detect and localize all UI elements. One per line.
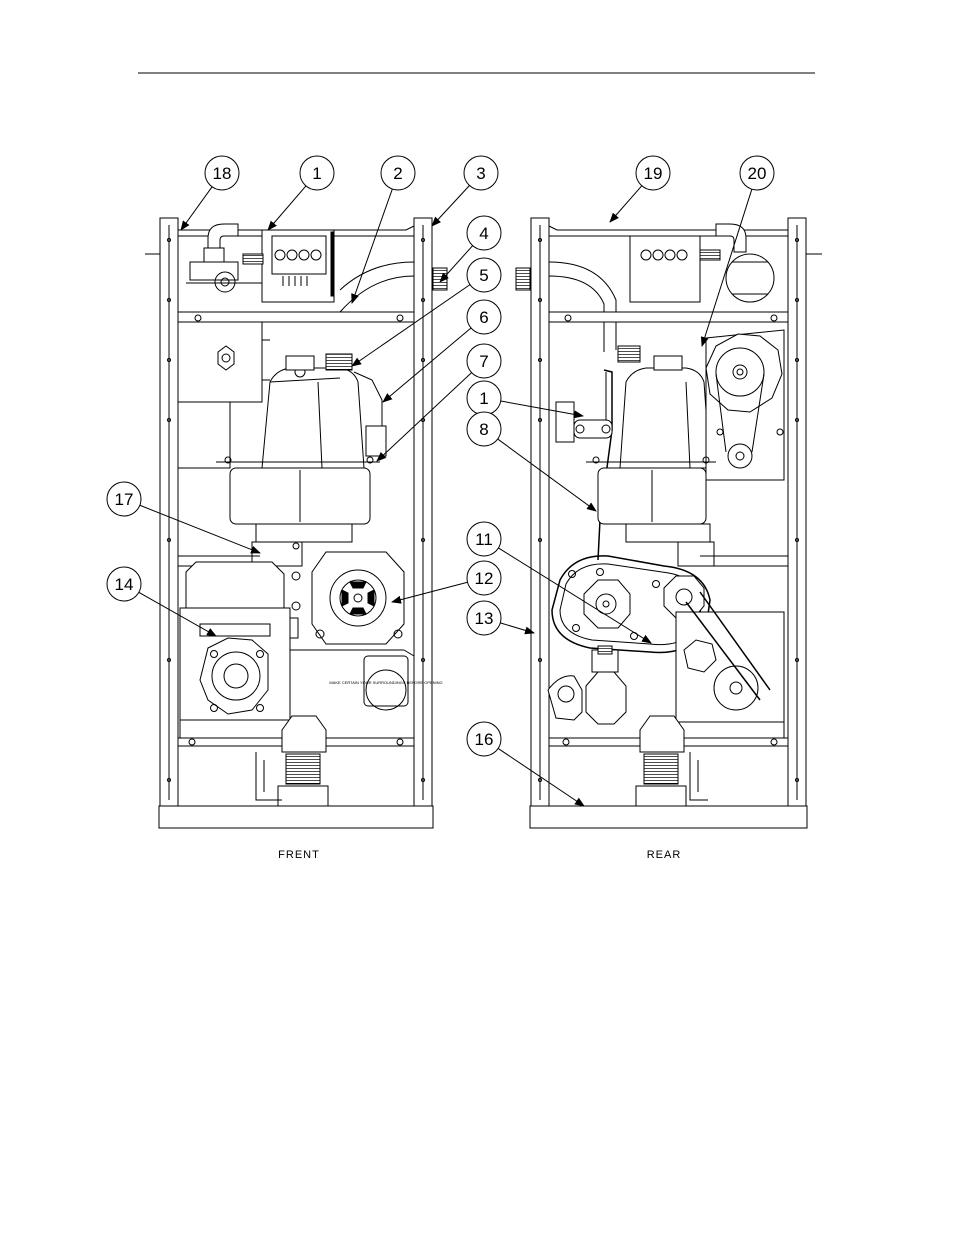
callout-8: 8 bbox=[466, 411, 597, 512]
callout-leader bbox=[391, 581, 468, 604]
callout-11: 11 bbox=[466, 521, 652, 644]
front-caption: FRENT bbox=[278, 849, 320, 861]
callout-number: 12 bbox=[475, 569, 494, 588]
callout-bubble bbox=[466, 343, 502, 379]
callout-6: 6 bbox=[382, 299, 502, 403]
callout-bubble bbox=[466, 257, 502, 293]
callout-bubble bbox=[204, 155, 240, 191]
callout-leader bbox=[497, 748, 585, 807]
callout-bubble bbox=[463, 155, 499, 191]
callout-bubble bbox=[466, 560, 502, 596]
callout-13: 13 bbox=[466, 600, 535, 636]
callout-bubble bbox=[106, 481, 142, 517]
callout-leader bbox=[439, 245, 474, 283]
rear-caption: REAR bbox=[647, 849, 682, 861]
callout-bubble bbox=[106, 566, 142, 602]
callout-leader bbox=[498, 547, 652, 644]
callout-bubble bbox=[466, 721, 502, 757]
callout-leader bbox=[500, 622, 535, 635]
callout-7: 7 bbox=[376, 343, 502, 462]
callout-1: 1 bbox=[267, 155, 335, 231]
callout-leader bbox=[500, 400, 584, 419]
callout-number: 16 bbox=[475, 730, 494, 749]
callout-12: 12 bbox=[391, 560, 502, 604]
callout-leader bbox=[431, 185, 470, 227]
callout-bubble bbox=[466, 299, 502, 335]
callout-number: 4 bbox=[479, 224, 488, 243]
callout-3: 3 bbox=[431, 155, 499, 227]
callout-leader bbox=[351, 188, 393, 304]
callout-bubble bbox=[466, 600, 502, 636]
gauge-label: MAKE CERTAIN YOUR SURROUNDINGS BEFORE OP… bbox=[329, 680, 442, 685]
callout-20: 20 bbox=[700, 155, 775, 347]
callout-leader bbox=[700, 189, 753, 347]
callout-5: 5 bbox=[351, 257, 502, 367]
callout-leader bbox=[351, 284, 471, 367]
callout-bubble bbox=[466, 411, 502, 447]
callout-leader bbox=[138, 591, 217, 637]
callout-number: 3 bbox=[476, 164, 485, 183]
callout-number: 18 bbox=[213, 164, 232, 183]
callout-leader bbox=[180, 186, 213, 231]
callout-18: 18 bbox=[180, 155, 240, 231]
callout-number: 20 bbox=[748, 164, 767, 183]
callout-16: 16 bbox=[466, 721, 585, 807]
callout-bubble bbox=[380, 155, 416, 191]
callout-14: 14 bbox=[106, 566, 217, 637]
callout-leader bbox=[139, 504, 261, 554]
callout-bubble bbox=[466, 215, 502, 251]
callout-19: 19 bbox=[609, 155, 671, 223]
callout-number: 17 bbox=[115, 490, 134, 509]
callout-bubble bbox=[635, 155, 671, 191]
callout-leader bbox=[376, 372, 472, 462]
callout-number: 11 bbox=[475, 530, 493, 549]
callout-leader bbox=[609, 185, 643, 223]
callout-number: 13 bbox=[475, 609, 494, 628]
callout-number: 1 bbox=[312, 164, 321, 183]
callout-number: 8 bbox=[479, 420, 488, 439]
callout-number: 14 bbox=[115, 575, 134, 594]
callout-leader bbox=[497, 438, 597, 512]
callout-leader bbox=[267, 185, 307, 231]
warning-gauge: MAKE CERTAIN YOUR SURROUNDINGS BEFORE OP… bbox=[329, 655, 443, 711]
callout-number: 5 bbox=[479, 266, 488, 285]
front-view: MAKE CERTAIN YOUR SURROUNDINGS BEFORE OP… bbox=[145, 217, 448, 861]
callout-number: 1 bbox=[479, 389, 488, 408]
callout-bubble bbox=[466, 521, 502, 557]
callout-4: 4 bbox=[439, 215, 502, 283]
callout-number: 7 bbox=[479, 352, 488, 371]
callout-leader bbox=[382, 327, 472, 403]
callout-number: 2 bbox=[393, 164, 402, 183]
callout-number: 19 bbox=[644, 164, 663, 183]
callout-17: 17 bbox=[106, 481, 261, 554]
callout-bubble bbox=[739, 155, 775, 191]
callout-bubble bbox=[299, 155, 335, 191]
rear-view: REAR bbox=[515, 217, 822, 861]
callout-2: 2 bbox=[351, 155, 416, 304]
callout-number: 6 bbox=[479, 308, 488, 327]
